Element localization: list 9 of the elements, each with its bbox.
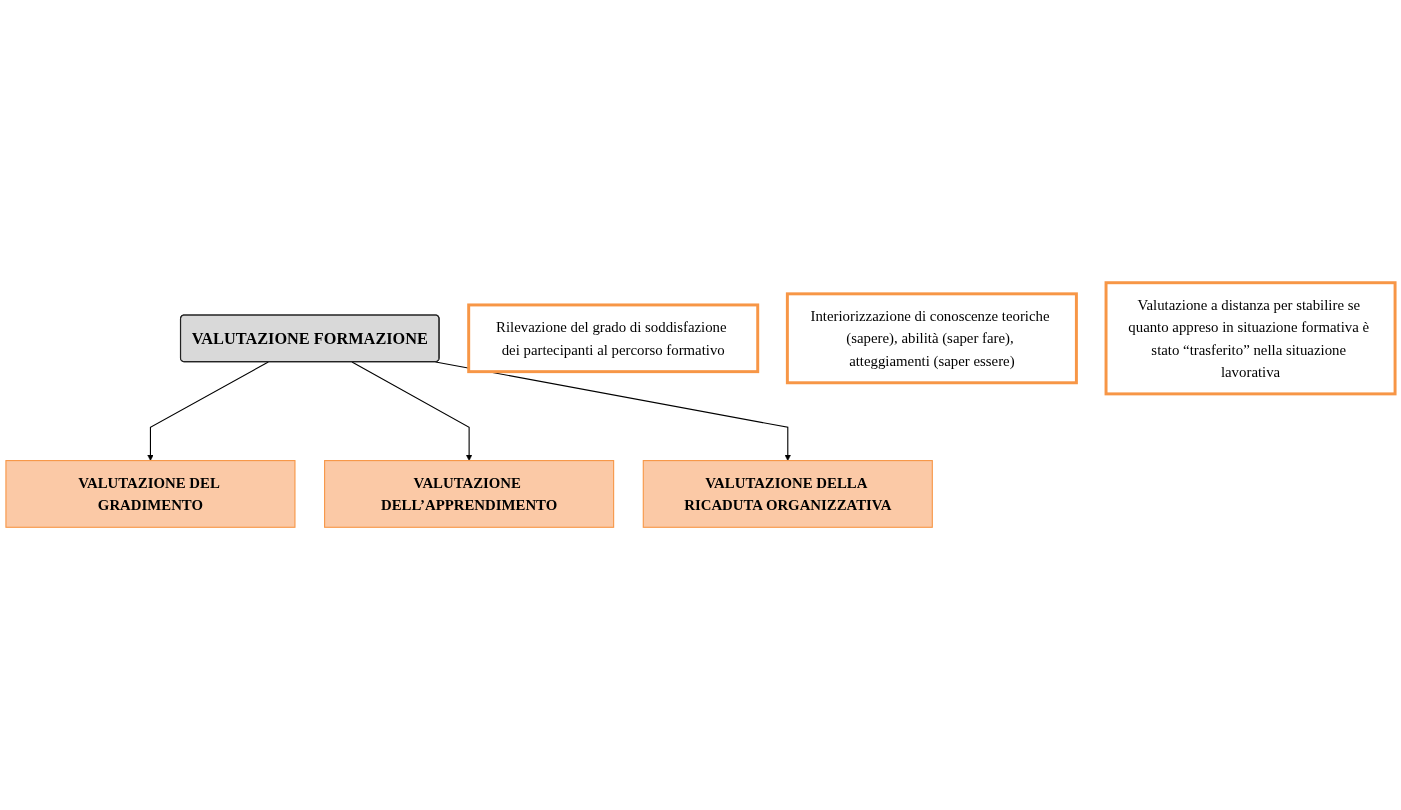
node-box: VALUTAZIONE DELLA RICADUTA ORGANIZZATIVA — [642, 460, 933, 528]
arrow — [435, 361, 792, 461]
arrow — [351, 361, 473, 461]
node-box: Valutazione a distanza per stabilire se quanto appreso in situazione formativa è stato “trasferito” nella situazione lavorativa — [1104, 281, 1397, 396]
node-box: Rilevazione del grado di soddisfazione dei partecipanti al percorso formativo — [467, 303, 760, 374]
arrow — [147, 361, 269, 461]
node-box: VALUTAZIONE DEL GRADIMENTO — [5, 460, 296, 528]
node-box: Interiorizzazione di conoscenze teoriche (sapere), abilità (saper fare), atteggiamenti (saper essere) — [785, 292, 1078, 385]
node-box: VALUTAZIONE DELL’APPRENDIMENTO — [324, 460, 615, 528]
